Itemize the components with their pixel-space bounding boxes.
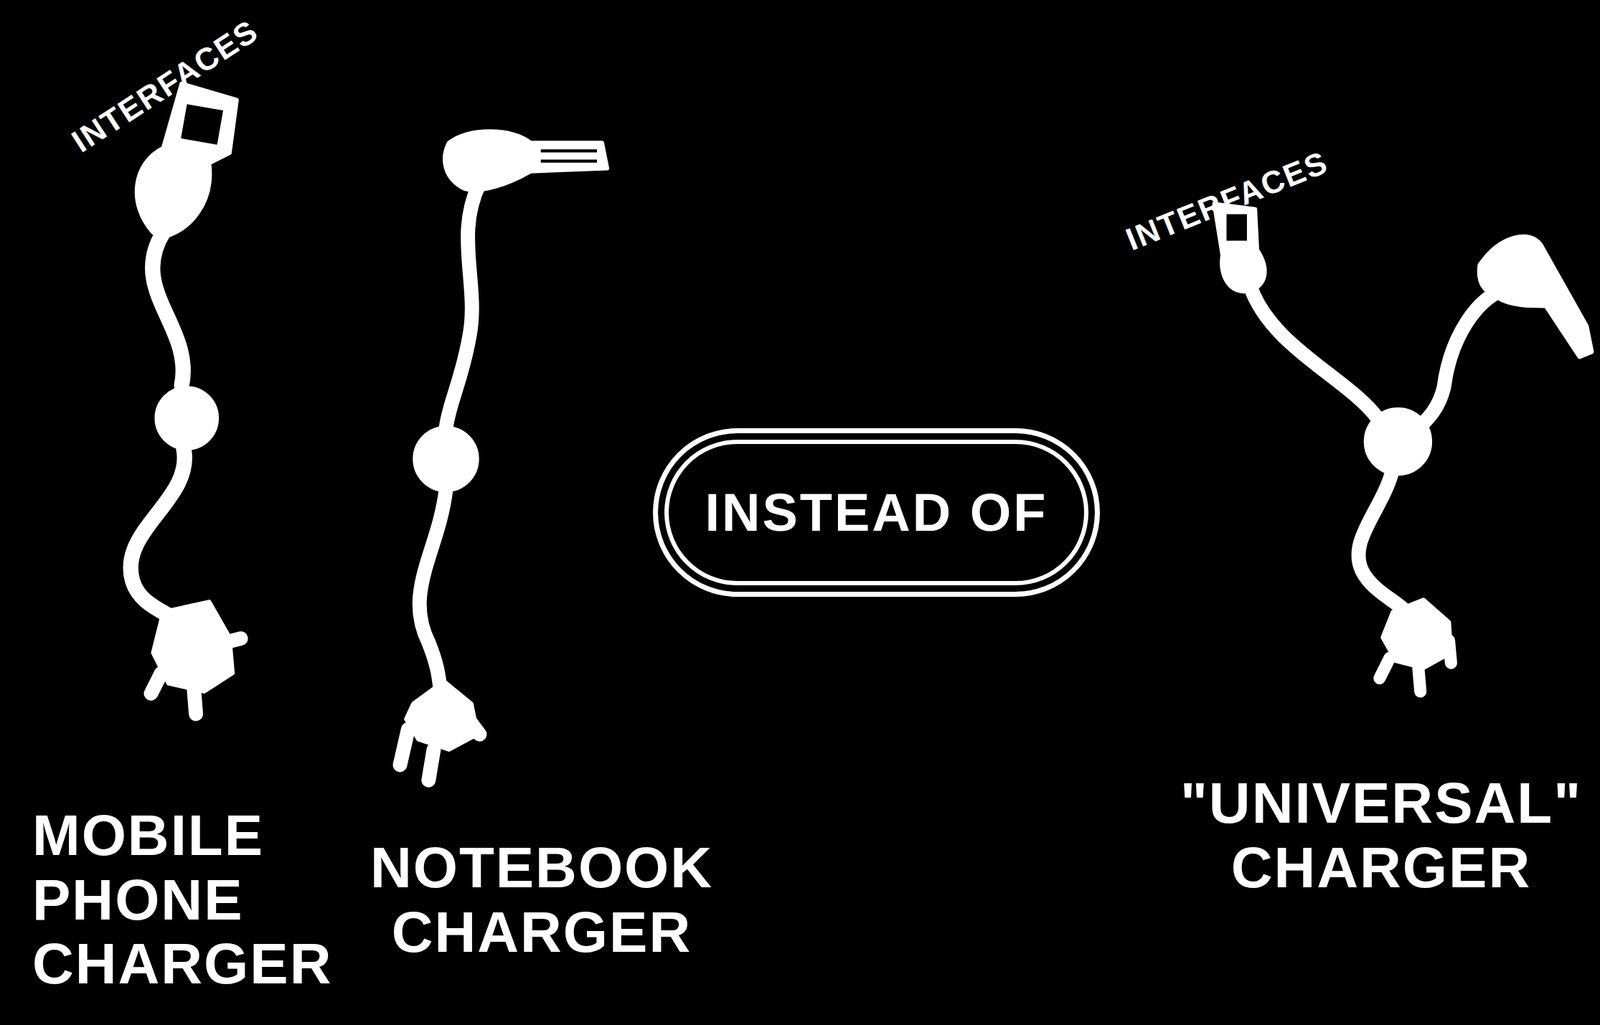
cable xyxy=(1249,285,1378,419)
plug-prongs xyxy=(400,713,480,780)
cable xyxy=(152,232,184,386)
cable xyxy=(1420,290,1501,427)
cable-bead xyxy=(1363,408,1432,476)
usb-slot xyxy=(180,104,224,145)
cable xyxy=(419,490,447,694)
cable-bead xyxy=(154,386,219,450)
charger-label: NOTEBOOK CHARGER xyxy=(355,835,729,965)
barrel-connector xyxy=(444,131,607,191)
pill-text: INSTEAD OF xyxy=(704,482,1048,544)
barrel-connector xyxy=(1479,236,1593,358)
charger-label: "UNIVERSAL" CHARGER xyxy=(1133,771,1600,900)
rounded-pill: INSTEAD OF xyxy=(652,428,1100,597)
charger-label: MOBILE PHONE CHARGER xyxy=(32,803,370,997)
cable xyxy=(445,183,480,429)
plug-prongs xyxy=(150,638,241,714)
barrel-detail xyxy=(540,150,597,161)
cable xyxy=(130,449,185,625)
cable-bead xyxy=(413,426,479,492)
plug-prongs xyxy=(1379,640,1452,692)
cable xyxy=(1358,469,1406,613)
